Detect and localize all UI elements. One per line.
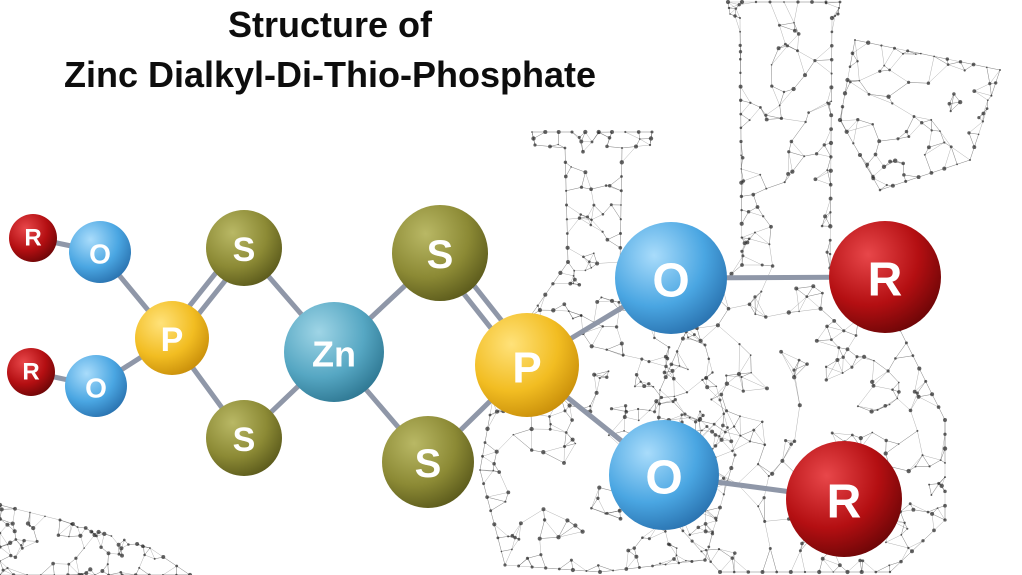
atom-r3: R [829, 221, 941, 333]
atom-r2-label: R [22, 359, 39, 386]
atom-o3: O [615, 222, 727, 334]
atom-p2: P [475, 313, 579, 417]
atom-o1: O [69, 221, 131, 283]
atom-r1-label: R [24, 225, 41, 252]
atom-zn-label: Zn [312, 334, 356, 375]
atom-o1-label: O [89, 239, 111, 270]
title-line-2: Zinc Dialkyl-Di-Thio-Phosphate [63, 54, 597, 95]
atom-s1: S [206, 210, 282, 286]
atom-p1: P [135, 301, 209, 375]
atom-o2-label: O [85, 373, 107, 404]
atom-o4: O [609, 420, 719, 530]
title-line-1: Structure of [227, 4, 432, 45]
atom-s3: S [392, 205, 488, 301]
atom-s2: S [206, 400, 282, 476]
atom-o2: O [65, 355, 127, 417]
atom-p1-label: P [161, 321, 184, 359]
atom-r3-label: R [868, 254, 903, 307]
atom-s3-label: S [427, 233, 454, 277]
page-title: Structure of Zinc Dialkyl-Di-Thio-Phosph… [0, 0, 660, 100]
atom-r1: R [9, 214, 57, 262]
atom-r4: R [786, 441, 902, 557]
atom-s2-label: S [233, 421, 256, 459]
atom-r4-label: R [827, 476, 862, 529]
atoms: R R O O P S S [7, 205, 941, 557]
atom-s4-label: S [415, 442, 442, 486]
atom-zn: Zn [284, 302, 384, 402]
atom-r2: R [7, 348, 55, 396]
atom-s1-label: S [233, 231, 256, 269]
atom-s4: S [382, 416, 474, 508]
atom-o4-label: O [645, 452, 682, 505]
atom-p2-label: P [512, 344, 541, 393]
atom-o3-label: O [652, 255, 689, 308]
